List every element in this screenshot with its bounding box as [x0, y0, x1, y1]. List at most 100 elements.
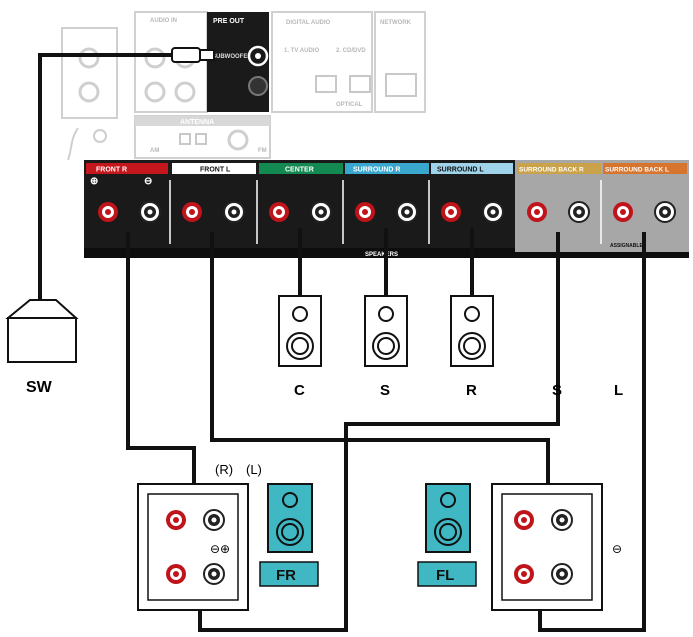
label-l: L [614, 382, 623, 399]
header-surround-back-r [517, 163, 601, 174]
header-surround-l-text: SURROUND L [437, 167, 484, 174]
terminal-surround-r-minus [396, 201, 418, 223]
header-front-l-text: FRONT L [200, 167, 231, 174]
header-surround-r [345, 163, 429, 174]
fl-high-plus [514, 510, 534, 530]
audio-in-label: AUDIO IN [150, 18, 177, 24]
terminal-surround-back-r-minus [568, 201, 590, 223]
terminal-surround-l-plus [441, 202, 461, 222]
speaker-terminal-panel: SPEAKERS ASSIGNABLE FRONT R FRONT L CENT… [84, 160, 689, 258]
plus-symbol: ⊕ [90, 176, 98, 187]
fr-high-minus [203, 509, 225, 531]
am-label: AM [150, 148, 159, 154]
label-c: C [294, 382, 305, 399]
fl-label-box [417, 561, 477, 587]
jack [78, 47, 100, 69]
jack [144, 47, 166, 69]
am-terminal [195, 133, 207, 145]
terminal-surround-back-l-minus [654, 201, 676, 223]
terminal-front-r-minus [139, 201, 161, 223]
terminal-front-r-plus [98, 202, 118, 222]
woofer-cone [291, 337, 309, 355]
label-r-paren: (R) [215, 462, 233, 477]
fm-label: FM [258, 148, 267, 154]
header-center-text: CENTER [285, 167, 314, 174]
jack [174, 81, 196, 103]
tv-audio-label: 1. TV AUDIO [284, 48, 319, 54]
jack [248, 76, 268, 96]
front-right-speaker-terminals [137, 483, 249, 611]
fr-label-box [259, 561, 319, 587]
header-center [259, 163, 343, 174]
network-port [385, 73, 417, 97]
jack [144, 81, 166, 103]
antenna-header [135, 116, 270, 126]
subwoofer-jack-pin [255, 53, 261, 59]
speaker-fr [259, 483, 319, 587]
terminal-front-l-plus [182, 202, 202, 222]
subwoofer-top [5, 299, 79, 319]
minus-symbol: ⊖ [144, 176, 152, 187]
fr-low-plus [166, 564, 186, 584]
cable-surround-back-r [198, 232, 560, 632]
speakers-label: SPEAKERS [365, 252, 398, 258]
header-surround-r-text: SURROUND R [353, 167, 400, 174]
speaker-fl [417, 483, 477, 587]
cd-dvd-label: 2. CD/DVD [336, 48, 366, 54]
label-r: R [466, 382, 477, 399]
label-s-2: S [552, 382, 562, 399]
speaker-surround [364, 295, 408, 367]
terminal-surround-back-r-plus [527, 202, 547, 222]
am-terminal [179, 133, 191, 145]
fl-high-minus [551, 509, 573, 531]
header-surround-l [431, 163, 513, 174]
tweeter [440, 492, 456, 508]
cable-front-l-top [210, 232, 550, 506]
woofer [434, 518, 462, 546]
woofer-cone [439, 523, 457, 541]
rca-plug-tip [199, 49, 215, 61]
antenna-label: ANTENNA [180, 119, 214, 126]
fm-jack [227, 129, 249, 151]
speaker-rear [450, 295, 494, 367]
minus-symbol-right: ⊖ [612, 542, 622, 556]
fl-low-minus [551, 563, 573, 585]
front-left-speaker-terminals [491, 483, 603, 611]
subwoofer-box [7, 317, 77, 363]
subwoofer [5, 299, 79, 363]
header-surround-back-l [603, 163, 687, 174]
tweeter [378, 306, 394, 322]
terminal-surround-l-minus [482, 201, 504, 223]
jack [78, 81, 100, 103]
terminal-surround-back-l-plus [613, 202, 633, 222]
cable-front-r-top [126, 232, 196, 506]
terminal-center-minus [310, 201, 332, 223]
woofer-cone [281, 523, 299, 541]
woofer [458, 332, 486, 360]
fr-high-plus [166, 510, 186, 530]
header-front-r [86, 163, 168, 174]
tweeter [292, 306, 308, 322]
woofer-cone [377, 337, 395, 355]
terminal-plate-inner [147, 493, 239, 601]
woofer-cone [463, 337, 481, 355]
terminal-center-plus [269, 202, 289, 222]
optical-port [315, 75, 337, 93]
tweeter [282, 492, 298, 508]
terminal-plate-inner [501, 493, 593, 601]
fl-low-plus [514, 564, 534, 584]
network-label: NETWORK [380, 20, 412, 26]
rca-plug [171, 47, 201, 63]
header-front-l [172, 163, 256, 174]
woofer [276, 518, 304, 546]
speaker-center [278, 295, 322, 367]
jack [93, 129, 107, 143]
label-fr: FR [276, 567, 296, 584]
header-surround-back-r-text: SURROUND BACK R [519, 167, 584, 174]
ground-wire [67, 127, 79, 161]
label-l-paren: (L) [246, 462, 262, 477]
network-block [374, 11, 426, 113]
assignable-label: ASSIGNABLE [610, 243, 643, 249]
header-surround-back-l-text: SURROUND BACK L [605, 167, 669, 174]
